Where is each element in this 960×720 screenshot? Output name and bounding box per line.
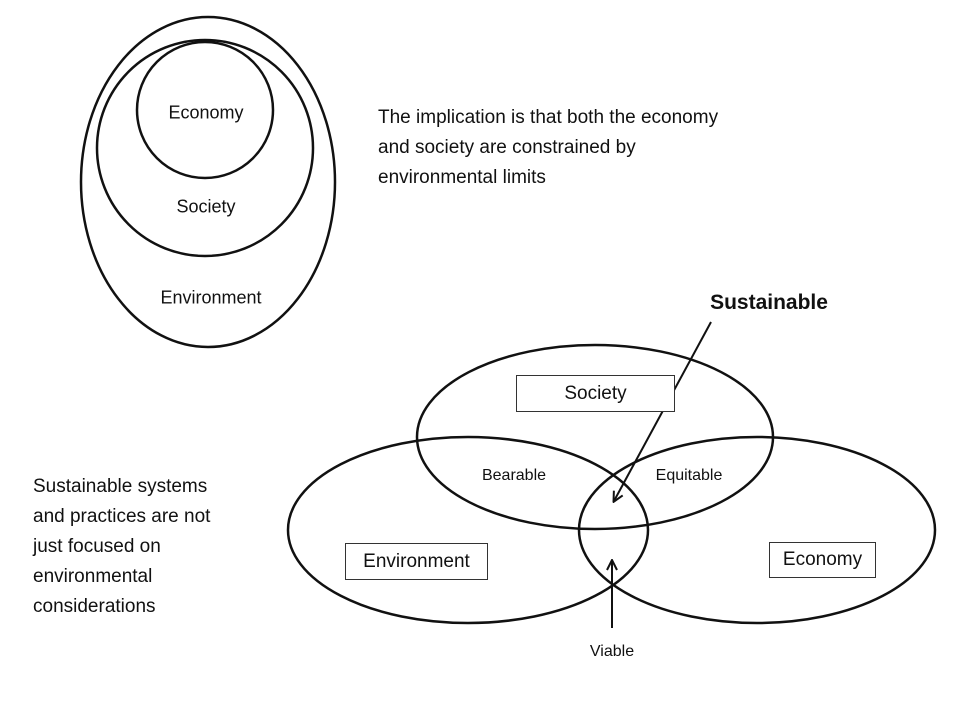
venn-environment-label-box: Environment bbox=[345, 543, 488, 580]
sustainable-systems-paragraph: Sustainable systems and practices are no… bbox=[33, 472, 210, 622]
venn-economy-label-box: Economy bbox=[769, 542, 876, 578]
viable-label: Viable bbox=[589, 643, 635, 660]
venn-economy-label: Economy bbox=[782, 549, 863, 570]
implication-line: The implication is that both the economy bbox=[378, 107, 719, 128]
sustainable-line: just focused on bbox=[33, 536, 161, 557]
society-middle-ellipse bbox=[95, 38, 315, 258]
implication-line: environmental limits bbox=[378, 167, 546, 188]
implication-line: and society are constrained by bbox=[378, 137, 636, 158]
economy-inner-ellipse bbox=[135, 40, 275, 180]
bearable-label: Bearable bbox=[481, 467, 547, 484]
sustainable-line: and practices are not bbox=[33, 506, 211, 527]
venn-environment-ellipse bbox=[286, 435, 650, 625]
implication-paragraph: The implication is that both the economy… bbox=[378, 103, 718, 193]
environment-outer-ellipse bbox=[79, 15, 337, 349]
venn-economy-ellipse bbox=[577, 435, 937, 625]
nested-economy-label: Economy bbox=[168, 102, 244, 123]
sustainable-label: Sustainable bbox=[710, 291, 828, 314]
nested-society-label: Society bbox=[176, 196, 236, 217]
sustainable-line: environmental bbox=[33, 566, 153, 587]
venn-society-label: Society bbox=[564, 382, 627, 404]
venn-society-label-box: Society bbox=[516, 375, 675, 412]
venn-environment-label: Environment bbox=[363, 550, 470, 572]
equitable-label: Equitable bbox=[655, 467, 723, 484]
sustainable-line: considerations bbox=[33, 596, 156, 617]
nested-environment-label: Environment bbox=[160, 287, 262, 308]
sustainable-line: Sustainable systems bbox=[33, 476, 208, 497]
